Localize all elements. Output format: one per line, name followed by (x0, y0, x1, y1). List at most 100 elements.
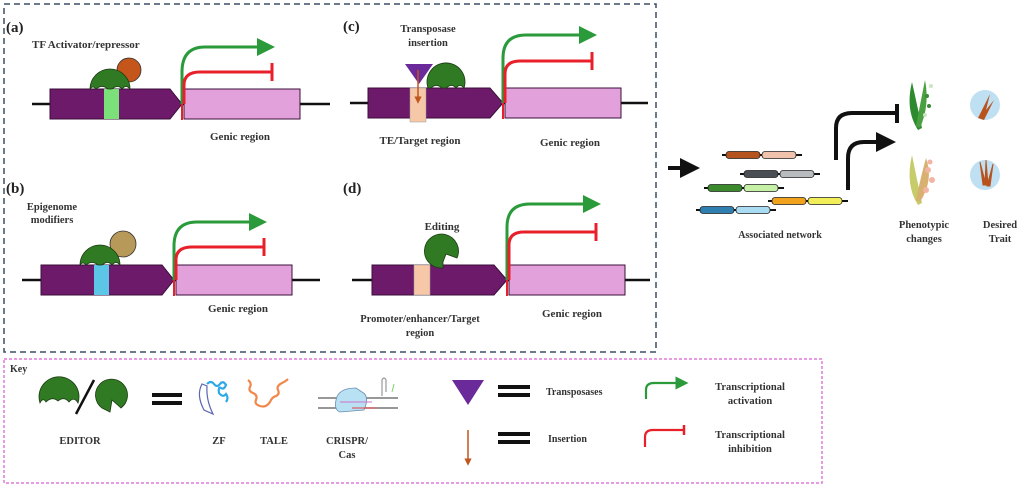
activation-label-2: activation (728, 396, 772, 407)
panel-c: (c) Transposase insertion TE/Target regi… (343, 19, 648, 149)
genic-region-label: Genic region (542, 308, 602, 320)
tf-binding-site (104, 89, 119, 119)
gene-block-left (707, 184, 743, 192)
epigenome-label-2: modifiers (31, 215, 74, 226)
crispr-label-2: Cas (339, 450, 356, 461)
panel-b-tag: (b) (6, 181, 24, 197)
transposases-label: Transposases (546, 387, 603, 398)
panel-d: (d) Editing Promoter/enhancer/Target reg… (343, 181, 650, 339)
editing-label: Editing (425, 221, 460, 233)
desired-trait-2-icon (970, 159, 1000, 190)
gene-block-right (743, 184, 779, 192)
key-frame (3, 358, 823, 484)
genic-region-box (175, 264, 293, 296)
tale-label: TALE (260, 436, 288, 447)
slash-separator (74, 379, 96, 415)
transposase-label-1: Transposase (400, 24, 456, 35)
plant-phenotype-1-icon (909, 80, 933, 130)
panel-c-tag: (c) (343, 19, 360, 35)
editor-closed-icon (38, 376, 80, 405)
panel-d-tag: (d) (343, 181, 361, 197)
activation-arrow (172, 213, 267, 280)
tale-icon (247, 378, 289, 408)
panel-b: (b) Epigenome modifiers Genic region (6, 181, 320, 315)
network-gene-pair (704, 184, 784, 192)
network-gene-pair (768, 197, 848, 205)
promoter-enhancer-label-1: Promoter/enhancer/Target (360, 314, 480, 325)
equals-icon (152, 393, 182, 397)
trait-label-2: Trait (989, 234, 1012, 245)
key-title: Key (10, 364, 27, 375)
activation-arrow (180, 38, 275, 104)
promoter-enhancer-region (371, 264, 508, 296)
inhibition-arrow (182, 70, 272, 104)
panel-a: (a) TF Activator/repressor Genic region (6, 20, 330, 143)
editor-protein (424, 233, 459, 269)
associated-network-label: Associated network (738, 230, 822, 241)
gene-block-left (771, 197, 807, 205)
network-inhibition-arrow (834, 111, 896, 160)
genic-region-label: Genic region (208, 303, 268, 315)
trait-label-1: Desired (983, 220, 1017, 231)
epigenome-label-1: Epigenome (27, 202, 78, 213)
editor-protein (426, 62, 466, 89)
editor-label: EDITOR (59, 436, 101, 447)
gene-block-left (725, 151, 761, 159)
desired-trait-1-icon (970, 90, 1000, 120)
network-gene-pair (722, 151, 802, 159)
zinc-finger-icon (198, 380, 229, 416)
network-activation-arrow (846, 132, 896, 190)
epigenome-site (94, 265, 109, 295)
genic-region-box (508, 264, 626, 296)
equals-icon (498, 385, 530, 389)
inhibition-arrow (503, 59, 592, 103)
te-target-region (367, 87, 504, 119)
activation-arrow (501, 26, 597, 103)
epigenome-partner-protein (109, 230, 137, 258)
inhibition-label-1: Transcriptional (715, 430, 785, 441)
phenotype-label-1: Phenotypic (899, 220, 950, 231)
phenotype-label-2: changes (906, 234, 942, 245)
activation-label-1: Transcriptional (715, 382, 785, 393)
transposase-label-2: insertion (408, 38, 448, 49)
tf-activator-label: TF Activator/repressor (32, 39, 140, 51)
crispr-label-1: CRISPR/ (326, 436, 369, 447)
genic-region-box (504, 87, 622, 119)
promoter-enhancer-label-2: region (406, 328, 435, 339)
gene-block-right (779, 170, 815, 178)
insertion-label: Insertion (548, 434, 587, 445)
gene-block-right (735, 206, 771, 214)
gene-block-right (807, 197, 843, 205)
genic-region-box (183, 88, 301, 120)
inhibition-key-icon (643, 428, 684, 447)
activation-key-icon (644, 376, 689, 399)
plant-phenotype-2-icon (909, 155, 935, 205)
equals-icon (498, 432, 530, 436)
genic-region-label: Genic region (210, 131, 270, 143)
editor-open-icon (95, 378, 128, 413)
panel-a-tag: (a) (6, 20, 24, 36)
associated-network: Associated network (668, 104, 899, 241)
crispr-cas-icon (318, 377, 398, 413)
inhibition-label-2: inhibition (728, 444, 772, 455)
editor-protein (79, 244, 121, 267)
editor-protein (89, 68, 131, 91)
inhibition-arrow (507, 230, 596, 280)
te-target-label: TE/Target region (380, 135, 461, 147)
activation-arrow (505, 195, 601, 280)
panels-frame (3, 3, 657, 353)
gene-block-left (699, 206, 735, 214)
network-gene-pair (740, 170, 820, 178)
transposase-icon (405, 64, 433, 84)
network-gene-pair (696, 206, 776, 214)
gene-block-right (761, 151, 797, 159)
edit-target-site (413, 264, 431, 296)
outcomes: Phenotypic changes Desired Trait (899, 80, 1017, 245)
legend-key: Key EDITOR ZF TALE CRISPR/ Cas (3, 358, 823, 484)
genic-region-label: Genic region (540, 137, 600, 149)
inhibition-arrow (174, 245, 264, 280)
gene-block-left (743, 170, 779, 178)
transposase-key-icon (452, 380, 484, 405)
zf-label: ZF (212, 436, 225, 447)
